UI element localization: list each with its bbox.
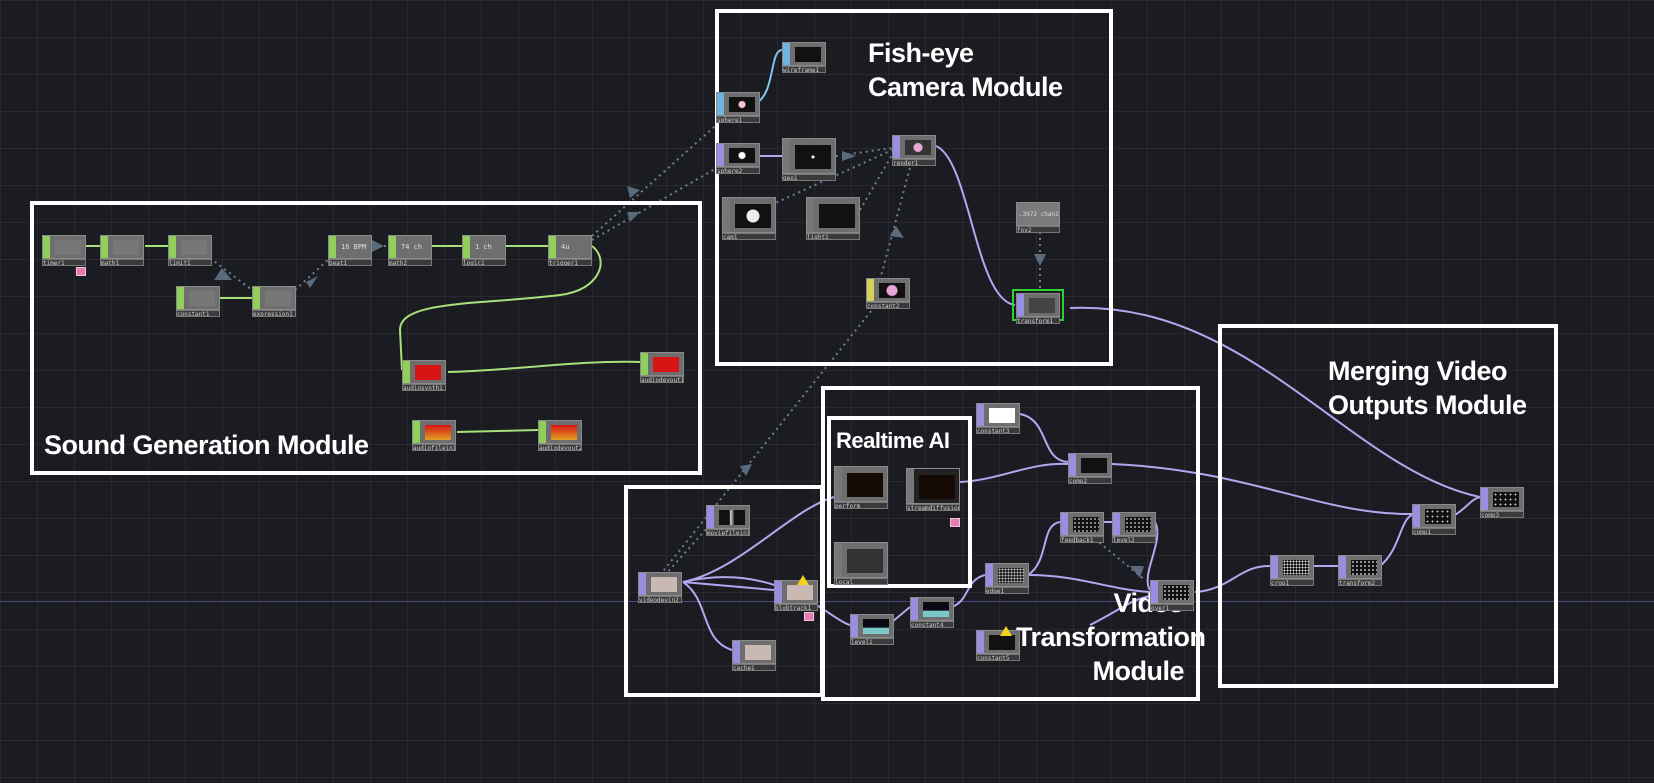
module-merging-video — [1218, 324, 1558, 688]
module-title-fisheye: Fish-eye Camera Module — [868, 38, 1063, 102]
module-video-transformation — [821, 386, 1200, 701]
module-sound-generation — [30, 201, 702, 475]
node-comp1[interactable]: comp1 — [1412, 504, 1456, 535]
node-timer1[interactable]: timer1 — [42, 235, 86, 266]
node-over1[interactable]: over1 — [1150, 580, 1194, 611]
node-moviefilein1[interactable]: moviefilein1 — [706, 505, 750, 536]
node-blobtrack1[interactable]: blobtrack1 — [774, 580, 818, 611]
node-feedback1[interactable]: feedback1 — [1060, 512, 1104, 543]
warning-icon — [1000, 626, 1012, 636]
module-title-sound: Sound Generation Module — [44, 430, 369, 460]
node-audiodevout2[interactable]: audiodevout2 — [538, 420, 582, 451]
node-render1[interactable]: render1 — [892, 135, 936, 166]
module-title-merging: Merging Video Outputs Module — [1328, 356, 1527, 420]
module-fisheye-camera — [715, 9, 1113, 366]
node-crop1[interactable]: crop1 — [1270, 555, 1314, 586]
node-cache1[interactable]: cache1 — [732, 640, 776, 671]
node-expression1[interactable]: expression1 — [252, 286, 296, 317]
node-audiosynth1[interactable]: audiosynth1 — [402, 360, 446, 391]
node-comp3[interactable]: comp3 — [1480, 487, 1524, 518]
node-light1[interactable]: light1 — [806, 197, 860, 240]
node-videodevin2[interactable]: videodevin2 — [638, 572, 682, 603]
node-level1[interactable]: level1 — [850, 614, 894, 645]
node-edge1[interactable]: edge1 — [985, 563, 1029, 594]
node-streamdiffusion[interactable]: streamdiffusion — [906, 468, 960, 511]
node-audiofilein1[interactable]: audiofilein1 — [412, 420, 456, 451]
flag-icon — [804, 612, 814, 621]
warning-icon — [797, 575, 809, 585]
node-constant3[interactable]: constant3 — [976, 403, 1020, 434]
arrow-head — [627, 186, 640, 198]
module-title-video-transformation: Video Transformation Module — [1016, 588, 1206, 686]
node-wireframe1[interactable]: wireframe1 — [782, 42, 826, 73]
node-math1[interactable]: math1 — [100, 235, 144, 266]
node-perform[interactable]: perform — [834, 466, 888, 509]
node-geo1[interactable]: geo1 — [782, 138, 836, 181]
node-constant1[interactable]: constant1 — [176, 286, 220, 317]
module-title-realtime-ai: Realtime AI — [836, 428, 950, 453]
node-transform1[interactable]: transform1 — [1012, 289, 1064, 324]
node-sphere2[interactable]: sphere2 — [716, 143, 760, 174]
node-local[interactable]: local — [834, 542, 888, 585]
node-constant4[interactable]: constant4 — [910, 597, 954, 628]
node-limit1[interactable]: limit1 — [168, 235, 212, 266]
node-transform2[interactable]: transform2 — [1338, 555, 1382, 586]
node-level2[interactable]: level2 — [1112, 512, 1156, 543]
node-audiodevout1[interactable]: audiodevout1 — [640, 352, 684, 383]
node-sphere1[interactable]: sphere1 — [716, 92, 760, 123]
node-constant2[interactable]: constant2 — [866, 278, 910, 309]
module-realtime-ai — [827, 416, 972, 588]
arrow-head — [740, 464, 752, 476]
node-comp2[interactable]: comp2 — [1068, 453, 1112, 484]
node-cam1[interactable]: cam1 — [722, 197, 776, 240]
flag-icon — [76, 267, 86, 276]
flag-icon — [950, 518, 960, 527]
node-constant5[interactable]: constant5 — [976, 630, 1020, 661]
